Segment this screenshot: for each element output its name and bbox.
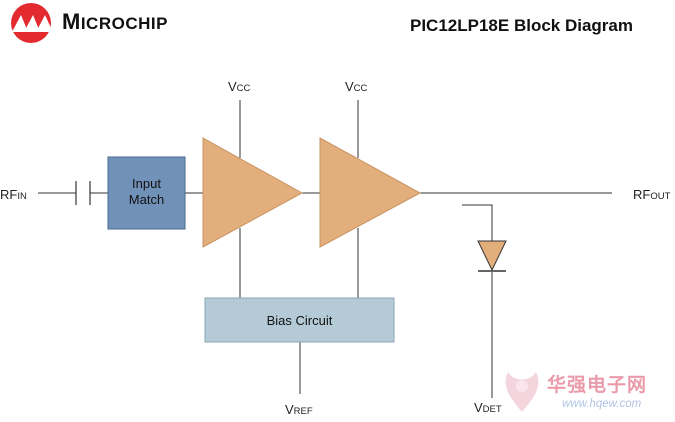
rf-in-label: RFIN [0, 187, 27, 202]
watermark-chinese-text: 华强电子网 [547, 374, 648, 396]
input-match-label-1: Input [132, 176, 161, 191]
vcc-1-label: VCC [228, 79, 251, 94]
wires [38, 100, 612, 398]
bias-circuit-label: Bias Circuit [267, 313, 333, 328]
capacitor-symbol [75, 181, 91, 205]
input-match-block [107, 156, 186, 230]
watermark-logo-icon [505, 372, 539, 412]
microchip-logo-icon [11, 3, 51, 43]
detector-diode-symbol [477, 240, 507, 272]
amplifier-2-triangle [319, 137, 422, 248]
brand-first-letter: M [62, 9, 81, 34]
amplifier-1-triangle [202, 137, 304, 248]
microchip-logo: MICROCHIP [4, 2, 234, 44]
brand-name: ICROCHIP [80, 14, 168, 33]
vcc-2-label: VCC [345, 79, 368, 94]
bias-circuit-block [204, 297, 395, 343]
page-title: PIC12LP18E Block Diagram [410, 16, 633, 35]
vdet-label: VDET [474, 400, 502, 415]
vref-label: VREF [285, 402, 313, 417]
detector-in-wire [462, 204, 493, 241]
input-match-label-2: Match [129, 192, 164, 207]
watermark-url-text: www.hqew.com [562, 398, 642, 410]
rf-out-label: RFOUT [633, 187, 671, 202]
